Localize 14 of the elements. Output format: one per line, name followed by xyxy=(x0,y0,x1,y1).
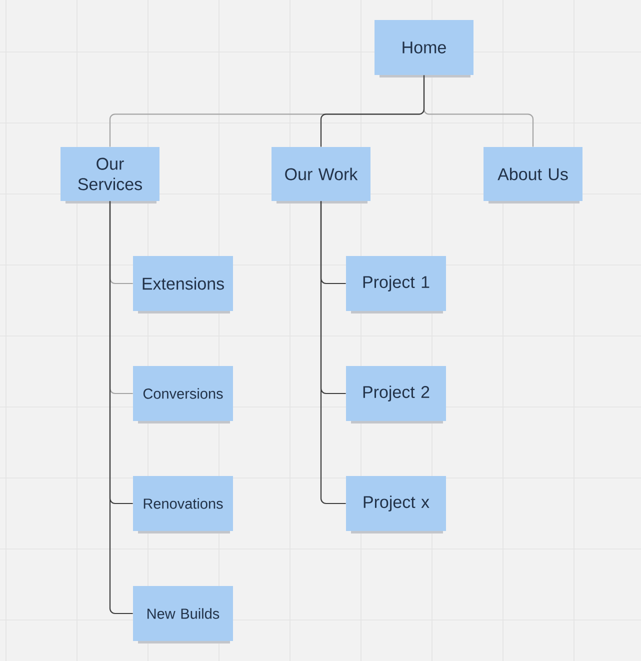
sticky-note: Extensions xyxy=(133,256,233,314)
sticky-note: New Builds xyxy=(133,586,233,644)
sticky-note: Our Work xyxy=(272,147,370,204)
connector xyxy=(320,75,425,147)
sticky-note: About Us xyxy=(484,147,582,204)
connector xyxy=(320,201,346,504)
sticky-note: Home xyxy=(374,20,474,78)
sticky-note: Project 2 xyxy=(346,366,446,424)
sticky-note: Our Services xyxy=(60,147,160,204)
sticky-note: Project 1 xyxy=(346,256,446,314)
sticky-note: Renovations xyxy=(133,476,233,534)
sticky-note: Conversions xyxy=(133,366,233,424)
connector xyxy=(109,201,133,614)
sticky-note: Project x xyxy=(346,476,446,534)
